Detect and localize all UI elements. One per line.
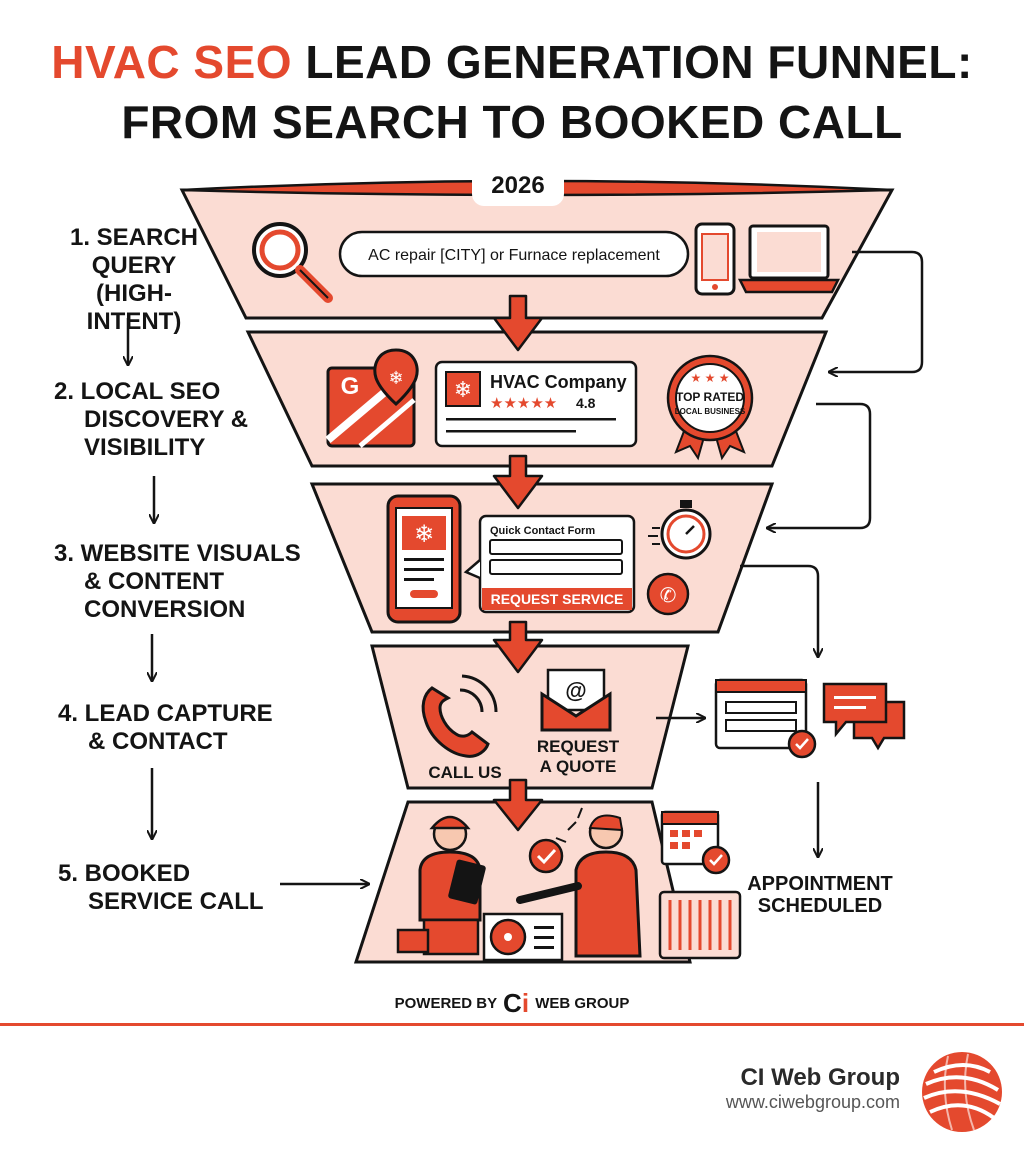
step-3-label: 3. WEBSITE VISUALS & CONTENT CONVERSION <box>54 540 301 623</box>
left-flow-arrows <box>128 318 368 884</box>
map-letter: G <box>341 373 360 400</box>
svg-text:❄: ❄ <box>414 521 434 548</box>
business-listing-card[interactable]: ❄ HVAC Company ★★★★★ 4.8 <box>434 360 638 448</box>
step-1-label: 1. SEARCH QUERY (HIGH-INTENT) <box>69 224 199 335</box>
powered-by: POWERED BY Ci WEB GROUP <box>394 988 630 1018</box>
star-rating-icon: ★★★★★ <box>490 395 557 412</box>
page-title-line-2: FROM SEARCH TO BOOKED CALL <box>121 96 903 148</box>
step-5-label: 5. BOOKED SERVICE CALL <box>58 860 264 915</box>
stage-arrow-1 <box>492 294 544 352</box>
chat-bubbles-icon <box>822 682 906 751</box>
badge-line-2: LOCAL BUSINESS <box>675 407 746 416</box>
rating-value: 4.8 <box>576 395 596 411</box>
appointment-label-1: APPOINTMENT <box>747 873 893 895</box>
snowflake-icon: ❄ <box>454 377 472 402</box>
svg-text:★ ★ ★: ★ ★ ★ <box>691 371 730 385</box>
page-title-line-1: HVAC SEO LEAD GENERATION FUNNEL: <box>0 36 1024 88</box>
mobile-site-icon: ❄ <box>386 494 462 624</box>
footer-divider <box>0 1023 1024 1026</box>
phone-call-icon[interactable]: CALL US <box>421 674 502 782</box>
stage-arrow-3 <box>492 620 544 674</box>
google-maps-icon: G ❄ <box>325 348 419 448</box>
brand-url[interactable]: www.ciwebgroup.com <box>725 1092 900 1112</box>
customer-illustration <box>516 807 642 958</box>
stage-arrow-4 <box>492 778 544 832</box>
brand-name: CI Web Group <box>740 1064 900 1091</box>
calendar-check-icon <box>660 810 731 875</box>
form-field-2[interactable] <box>489 559 623 575</box>
request-service-label: REQUEST SERVICE <box>491 591 624 607</box>
check-icon <box>528 838 564 874</box>
step-4-label: 4. LEAD CAPTURE & CONTACT <box>58 700 273 755</box>
title-rest: LEAD GENERATION FUNNEL: <box>305 36 973 88</box>
right-flow-arrows <box>656 250 924 856</box>
magnifier-icon <box>252 222 333 303</box>
request-service-button[interactable] <box>482 588 632 610</box>
svg-text:✆: ✆ <box>660 585 677 607</box>
ac-unit-icon <box>482 912 564 962</box>
phone-icon <box>694 222 736 296</box>
appointment-label-2: SCHEDULED <box>758 895 882 917</box>
title-accent: HVAC SEO <box>51 36 293 88</box>
stage-arrow-2 <box>492 454 544 510</box>
search-bar[interactable]: AC repair [CITY] or Furnace replacement <box>338 230 690 278</box>
technician-illustration <box>396 815 486 956</box>
year-text: 2026 <box>491 172 544 199</box>
laptop-icon <box>737 224 841 294</box>
ci-logo-icon: Ci <box>503 988 530 1018</box>
email-at-symbol: @ <box>565 678 586 703</box>
request-quote-line-1: REQUEST <box>537 737 620 756</box>
funnel-stage-4 <box>370 644 690 790</box>
form-title: Quick Contact Form <box>490 525 595 537</box>
brand-globe-icon <box>922 1052 1002 1132</box>
company-name: HVAC Company <box>490 372 627 392</box>
form-field-1[interactable] <box>489 539 623 555</box>
svg-text:❄: ❄ <box>388 368 403 388</box>
appointment-window-icon <box>714 678 817 759</box>
badge-line-1: TOP RATED <box>676 390 744 404</box>
email-quote-icon[interactable]: @ REQUEST A QUOTE <box>537 668 620 776</box>
stopwatch-icon <box>648 500 712 560</box>
step-2-label: 2. LOCAL SEO DISCOVERY & VISIBILITY <box>54 378 249 461</box>
call-us-label: CALL US <box>428 763 501 782</box>
year-badge: 2026 <box>472 164 564 206</box>
search-query-text: AC repair [CITY] or Furnace replacement <box>368 247 660 264</box>
heat-pump-icon <box>658 890 742 960</box>
call-button-icon[interactable]: ✆ <box>646 572 690 616</box>
top-rated-badge: ★ ★ ★ TOP RATED LOCAL BUSINESS <box>666 354 754 461</box>
contact-form-card[interactable]: Quick Contact Form REQUEST SERVICE <box>463 514 636 614</box>
request-quote-line-2: A QUOTE <box>540 757 617 776</box>
